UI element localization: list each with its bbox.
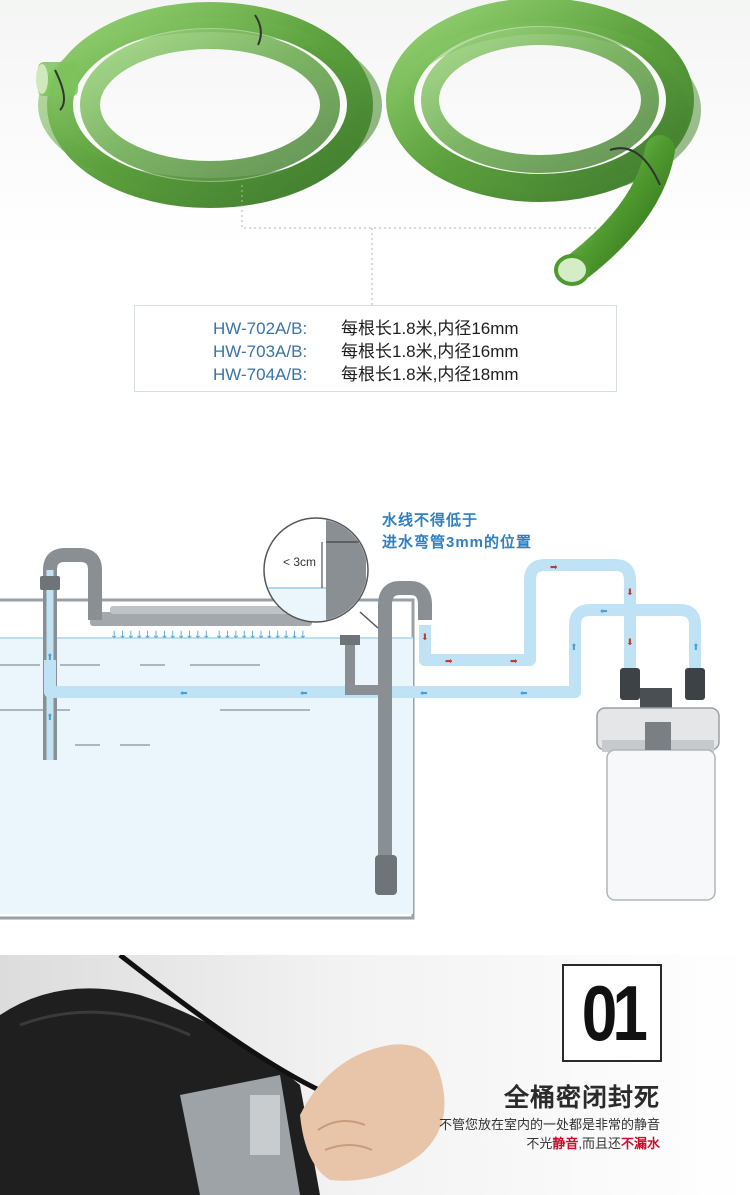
svg-text:➡: ➡ (510, 657, 518, 667)
canister-filter (596, 688, 720, 901)
text-segment: 不光 (526, 1136, 553, 1151)
svg-text:➡: ➡ (550, 563, 558, 573)
spec-row: HW-702A/B: 每根长1.8米,内径16mm (213, 314, 616, 338)
svg-text:⬇: ⬇ (626, 638, 634, 648)
feature-title: 全桶密闭封死 (503, 1084, 660, 1112)
installation-diagram-section: ↓↓↓↓↓↓↓↓↓↓↓↓ ↓↓↓↓↓↓↓↓↓↓↓ ➡ ➡ ➡ ⬇ ⬇ ⬇ ⬅ ⬅ ⬅ ⬅ ⬅… (0, 460, 750, 930)
svg-text:⬆: ⬆ (46, 713, 54, 723)
svg-text:⬇: ⬇ (421, 633, 429, 643)
spec-model: HW-704A/B: (213, 365, 308, 384)
svg-text:➡: ➡ (445, 657, 453, 667)
feature-description-line: 不光静音,而且还不漏水 (526, 1133, 660, 1152)
spec-desc: 每根长1.8米,内径16mm (341, 319, 519, 338)
svg-text:⬅: ⬅ (300, 689, 308, 699)
highlight-text: 不漏水 (620, 1136, 660, 1151)
svg-text:⬇: ⬇ (626, 588, 634, 598)
svg-text:⬅: ⬅ (420, 689, 428, 699)
highlight-text: 静音 (552, 1136, 579, 1151)
text-segment: ,而且还 (578, 1136, 621, 1151)
hose-product-section: HW-702A/B: 每根长1.8米,内径16mm HW-703A/B: 每根长… (0, 0, 750, 420)
sealed-canister-photo (0, 955, 660, 1195)
svg-text:⬅: ⬅ (520, 689, 528, 699)
spec-row: HW-704A/B: 每根长1.8米,内径18mm (213, 360, 616, 384)
spec-desc: 每根长1.8米,内径18mm (341, 365, 519, 384)
water-level-note: 水线不得低于 进水弯管3mm的位置 (382, 510, 532, 554)
spec-model: HW-702A/B: (213, 319, 308, 338)
aquarium-filter-diagram: ↓↓↓↓↓↓↓↓↓↓↓↓ ↓↓↓↓↓↓↓↓↓↓↓ ➡ ➡ ➡ ⬇ ⬇ ⬇ ⬅ ⬅ ⬅ ⬅ ⬅… (0, 517, 720, 920)
green-hose-coils-image (36, 0, 701, 305)
feature-description-line: 不管您放在室内的一处都是非常的静音 (438, 1117, 660, 1132)
svg-text:⬆: ⬆ (46, 653, 54, 663)
feature-number-badge: 01 (562, 964, 662, 1062)
svg-text:⬆: ⬆ (570, 643, 578, 653)
spray-bar (90, 612, 312, 626)
note-line: 水线不得低于 (382, 512, 479, 529)
spec-desc: 每根长1.8米,内径16mm (341, 342, 519, 361)
spec-model: HW-703A/B: (213, 342, 308, 361)
feature-number: 01 (581, 968, 647, 1057)
intake-strainer (375, 855, 397, 895)
intake-hose (419, 559, 636, 675)
svg-text:⬅: ⬅ (600, 607, 608, 617)
svg-text:⬆: ⬆ (692, 643, 700, 653)
distance-label: < 3cm (283, 555, 317, 569)
return-hose (44, 604, 701, 698)
feature-section: 01 全桶密闭封死 不管您放在室内的一处都是非常的静音 不光静音,而且还不漏水 (0, 955, 750, 1195)
spec-row: HW-703A/B: 每根长1.8米,内径16mm (213, 337, 616, 361)
svg-text:↓↓↓↓↓↓↓↓↓↓↓↓: ↓↓↓↓↓↓↓↓↓↓↓↓ (110, 630, 211, 641)
svg-text:↓↓↓↓↓↓↓↓↓↓↓: ↓↓↓↓↓↓↓↓↓↓↓ (215, 630, 307, 641)
note-line: 进水弯管3mm的位置 (382, 534, 533, 551)
svg-text:⬅: ⬅ (180, 689, 188, 699)
tank-water (0, 638, 413, 914)
spec-table: HW-702A/B: 每根长1.8米,内径16mm HW-703A/B: 每根长… (134, 305, 617, 392)
